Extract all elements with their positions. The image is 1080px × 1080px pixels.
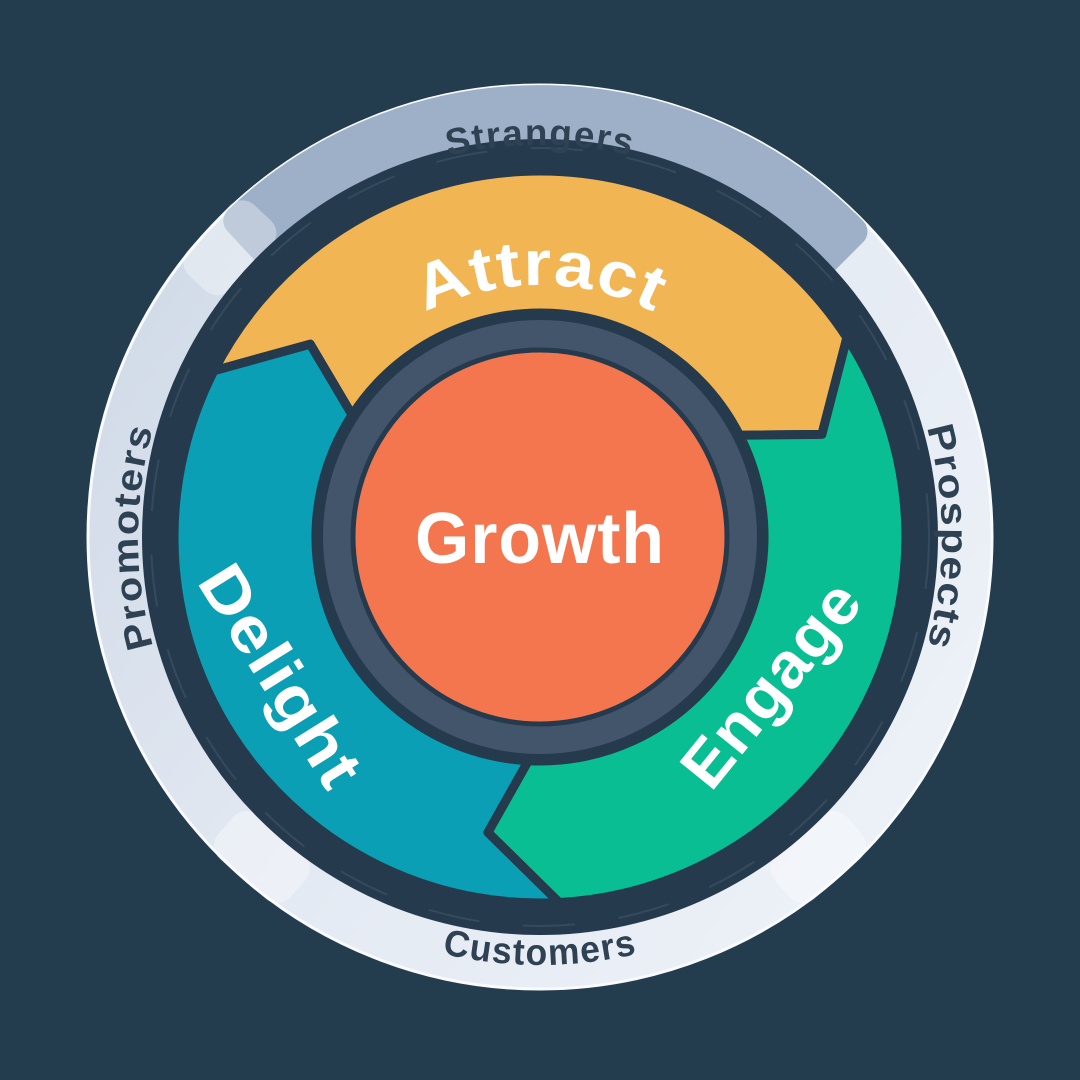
growth-label: Growth bbox=[415, 499, 665, 579]
segment-delight bbox=[169, 339, 564, 908]
wheel-segments bbox=[169, 166, 911, 908]
ring-labels: Strangers Prospects Customers Promoters bbox=[105, 112, 974, 973]
ring-seam-tabs bbox=[183, 200, 867, 903]
wheel-inner-trim-line bbox=[150, 147, 930, 927]
ring-tab-bottom-left bbox=[213, 811, 310, 903]
ring-tab-bottom-right bbox=[770, 811, 867, 903]
segment-attract bbox=[209, 166, 852, 440]
growth-hub-circle bbox=[350, 347, 730, 727]
segment-engage bbox=[483, 333, 911, 907]
ring-tab-top-left bbox=[183, 200, 277, 296]
